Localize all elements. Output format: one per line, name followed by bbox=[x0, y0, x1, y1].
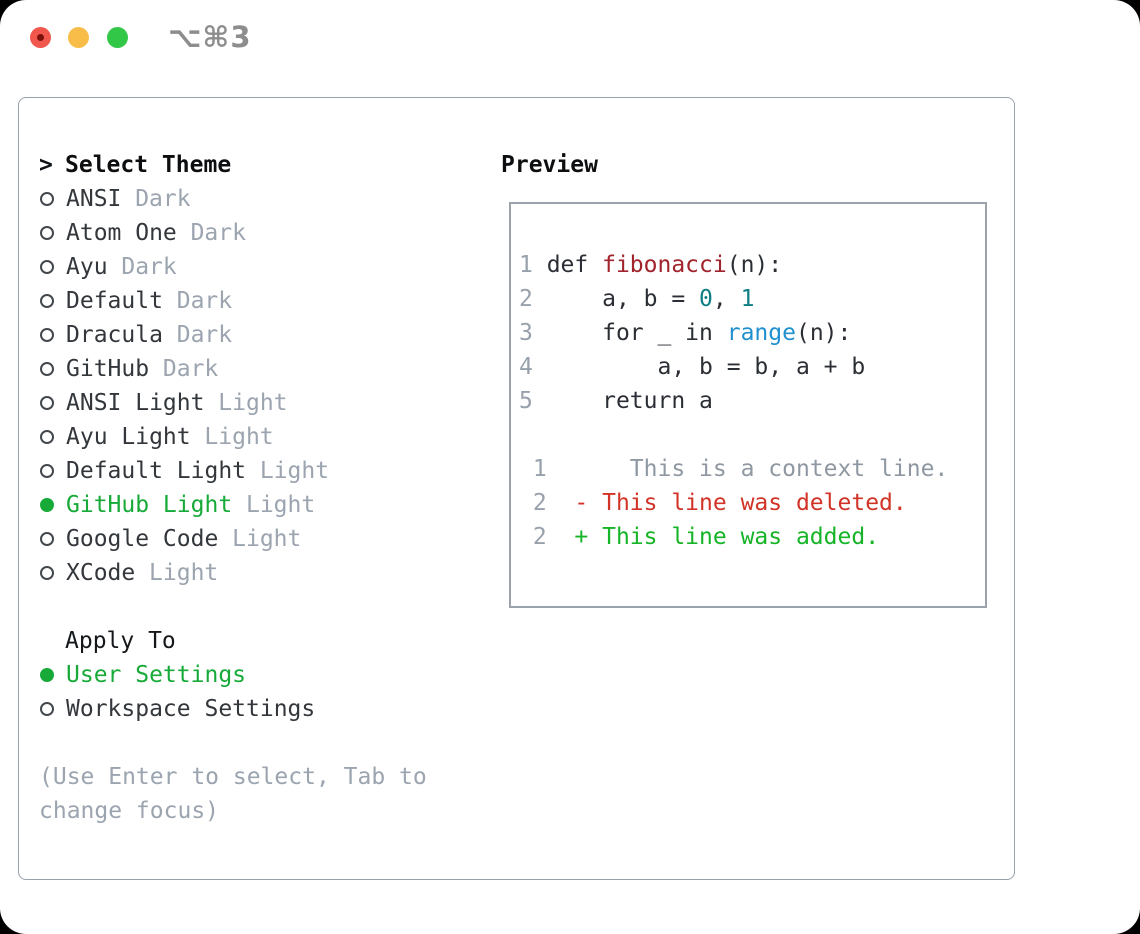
preview-box: 1 def fibonacci(n): 2 a, b = 0, 1 3 for _ … bbox=[509, 202, 987, 608]
radio-unselected-icon bbox=[40, 260, 54, 274]
theme-option-atom-one[interactable]: Atom One Dark bbox=[39, 216, 427, 250]
option-label: Dracula bbox=[66, 322, 163, 348]
theme-option-github-light[interactable]: GitHub Light Light bbox=[39, 488, 427, 522]
theme-variant-tag: Light bbox=[245, 492, 316, 518]
apply-option-user-settings[interactable]: User Settings bbox=[39, 658, 427, 692]
theme-variant-tag: Light bbox=[259, 458, 330, 484]
theme-variant-tag: Dark bbox=[176, 322, 233, 348]
code-line bbox=[519, 418, 985, 452]
apply-to-title: Apply To bbox=[65, 628, 176, 654]
radio-selected-icon bbox=[40, 668, 54, 682]
code-line: 2 a, b = 0, 1 bbox=[519, 286, 755, 312]
theme-option-ansi[interactable]: ANSI Dark bbox=[39, 182, 427, 216]
option-label: Default bbox=[66, 288, 163, 314]
code-line: 4 a, b = b, a + b bbox=[519, 354, 866, 380]
code-line: 5 return a bbox=[519, 388, 713, 414]
window-title: ⌥⌘3 bbox=[168, 20, 252, 54]
code-line: 1 This is a context line. bbox=[519, 456, 949, 482]
theme-variant-tag: Light bbox=[232, 526, 302, 552]
select-theme-header: > Select Theme bbox=[39, 148, 427, 182]
apply-to-header: Apply To bbox=[39, 624, 427, 658]
code-line: 2 + This line was added. bbox=[519, 524, 880, 550]
theme-option-default[interactable]: Default Dark bbox=[39, 284, 427, 318]
radio-unselected-icon bbox=[40, 328, 54, 342]
radio-unselected-icon bbox=[40, 464, 54, 478]
titlebar: ⌥⌘3 bbox=[0, 0, 1140, 76]
radio-selected-icon bbox=[40, 498, 54, 512]
theme-variant-tag: Dark bbox=[121, 254, 177, 280]
theme-option-ansi-light[interactable]: ANSI Light Light bbox=[39, 386, 427, 420]
option-label: ANSI Light bbox=[66, 390, 205, 416]
theme-option-default-light[interactable]: Default Light Light bbox=[39, 454, 427, 488]
radio-unselected-icon bbox=[40, 396, 54, 410]
code-line: 3 for _ in range(n): bbox=[519, 320, 852, 346]
hint-text: (Use Enter to select, Tab to change focu… bbox=[39, 764, 427, 824]
radio-unselected-icon bbox=[40, 702, 54, 716]
theme-variant-tag: Light bbox=[149, 560, 219, 586]
option-label: User Settings bbox=[66, 662, 247, 688]
theme-option-ayu-light[interactable]: Ayu Light Light bbox=[39, 420, 427, 454]
radio-unselected-icon bbox=[40, 532, 54, 546]
option-label: Ayu bbox=[66, 254, 108, 280]
option-label: Workspace Settings bbox=[66, 696, 316, 722]
code-line: 2 - This line was deleted. bbox=[519, 490, 907, 516]
theme-variant-tag: Dark bbox=[176, 288, 233, 314]
option-label: GitHub Light bbox=[66, 492, 233, 518]
theme-variant-tag: Light bbox=[204, 424, 274, 450]
option-label: Atom One bbox=[66, 220, 177, 246]
prompt-marker-icon: > bbox=[39, 152, 53, 178]
zoom-button[interactable] bbox=[107, 27, 128, 48]
code-preview: 1 def fibonacci(n): 2 a, b = 0, 1 3 for _ … bbox=[511, 204, 985, 554]
theme-option-xcode[interactable]: XCode Light bbox=[39, 556, 427, 590]
theme-option-google-code[interactable]: Google Code Light bbox=[39, 522, 427, 556]
option-label: ANSI bbox=[66, 186, 122, 212]
option-label: XCode bbox=[66, 560, 136, 586]
radio-unselected-icon bbox=[40, 566, 54, 580]
unsaved-dot-icon bbox=[37, 34, 44, 41]
code-line: 1 def fibonacci(n): bbox=[519, 252, 783, 278]
theme-option-ayu[interactable]: Ayu Dark bbox=[39, 250, 427, 284]
radio-unselected-icon bbox=[40, 294, 54, 308]
select-theme-title: Select Theme bbox=[65, 152, 232, 178]
radio-unselected-icon bbox=[40, 362, 54, 376]
option-label: Default Light bbox=[66, 458, 247, 484]
radio-unselected-icon bbox=[40, 192, 54, 206]
option-label: Ayu Light bbox=[66, 424, 191, 450]
option-label: Google Code bbox=[66, 526, 219, 552]
preview-title: Preview bbox=[501, 152, 598, 178]
theme-option-github[interactable]: GitHub Dark bbox=[39, 352, 427, 386]
apply-option-workspace-settings[interactable]: Workspace Settings bbox=[39, 692, 427, 726]
radio-unselected-icon bbox=[40, 226, 54, 240]
close-button[interactable] bbox=[30, 27, 51, 48]
option-label: GitHub bbox=[66, 356, 150, 382]
theme-variant-tag: Light bbox=[218, 390, 288, 416]
theme-option-dracula[interactable]: Dracula Dark bbox=[39, 318, 427, 352]
minimize-button[interactable] bbox=[68, 27, 89, 48]
theme-variant-tag: Dark bbox=[190, 220, 246, 246]
theme-variant-tag: Dark bbox=[162, 356, 219, 382]
theme-variant-tag: Dark bbox=[135, 186, 191, 212]
radio-unselected-icon bbox=[40, 430, 54, 444]
